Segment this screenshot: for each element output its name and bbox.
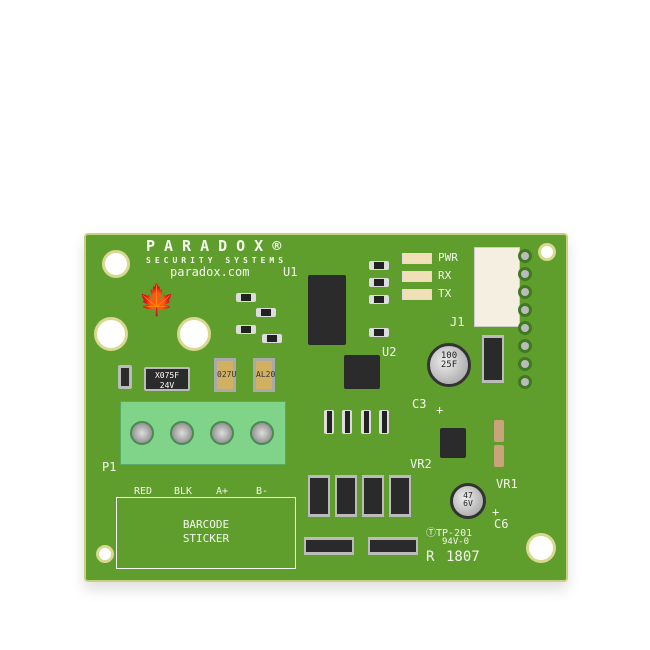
header-pin [518,303,532,317]
mounting-hole [177,317,211,351]
resistor [236,293,256,302]
ic-u1 [308,275,346,345]
label-blk: BLK [174,486,193,497]
terminal-screw-blk[interactable] [170,421,194,445]
label-b-minus: B- [256,486,269,497]
c3-rating: 25F [440,360,458,370]
tantalum-capacitor: 027U [214,358,236,392]
label-vr2: VR2 [410,457,432,471]
resistor [379,410,389,434]
resistor [369,295,389,304]
resistor [262,334,282,343]
header-pin [518,285,532,299]
resistor [369,328,389,337]
mounting-hole [538,243,556,261]
plus-c6: + [492,505,500,519]
label-vr1: VR1 [496,477,518,491]
tantalum-capacitor: AL20 [253,358,275,392]
pcb-board: PARADOX® SECURITY SYSTEMS paradox.com U1… [84,233,568,582]
label-p1: P1 [102,460,117,474]
header-pin [518,249,532,263]
capacitor [494,445,504,467]
resistor [324,410,334,434]
label-pwr: PWR [438,251,458,264]
diode [389,475,411,517]
diode [308,475,330,517]
barcode-line1: BARCODE [182,518,230,531]
resistor [361,410,371,434]
header-pin [518,321,532,335]
header-pin [518,375,532,389]
header-pin [518,339,532,353]
led-tx [402,289,432,300]
connector-j1[interactable] [474,247,520,327]
fuse-code: X075F [154,371,180,380]
mounting-hole [102,250,130,278]
ul-rating: 94V-0 [442,537,470,547]
resistor [236,325,256,334]
terminal-screw-a-plus[interactable] [210,421,234,445]
diode [368,537,418,555]
smd-component [118,365,132,389]
mounting-hole [526,533,556,563]
resistor [256,308,276,317]
c3-value: 100 [440,351,458,361]
revision-label: R [426,549,435,565]
mounting-hole [94,317,128,351]
terminal-screw-b-minus[interactable] [250,421,274,445]
fuse-rating: 24V [159,381,175,390]
diode [362,475,384,517]
barcode-sticker-area: BARCODE STICKER [116,497,296,569]
led-rx [402,271,432,282]
led-pwr [402,253,432,264]
maple-leaf-icon: 🍁 [138,283,176,318]
barcode-line2: STICKER [182,532,230,545]
brand-logo: PARADOX® [146,237,291,255]
label-c6: C6 [494,517,509,531]
diode [482,335,504,383]
ic-u2 [344,355,380,389]
label-u1: U1 [283,265,298,279]
plus-c3: + [436,403,444,417]
label-u2: U2 [382,345,397,359]
header-pin [518,357,532,371]
header-pin [518,267,532,281]
resistor [369,278,389,287]
label-j1: J1 [450,315,465,329]
brand-tagline: SECURITY SYSTEMS [146,256,288,265]
capacitor [494,420,504,442]
resistor [342,410,352,434]
regulator-vr2 [440,428,466,458]
mounting-hole [96,545,114,563]
brand-url: paradox.com [170,265,250,279]
label-c3: C3 [412,397,427,411]
label-red: RED [134,486,153,497]
c6-rating: 6V [463,499,473,508]
date-code: 1807 [446,549,480,565]
test-point-label: ⓉTP-201 [426,528,473,539]
diode [304,537,354,555]
resistor [369,261,389,270]
label-a-plus: A+ [216,486,229,497]
label-rx: RX [438,269,452,282]
c6-value: 47 [463,491,473,500]
label-tx: TX [438,287,452,300]
terminal-screw-red[interactable] [130,421,154,445]
diode [335,475,357,517]
